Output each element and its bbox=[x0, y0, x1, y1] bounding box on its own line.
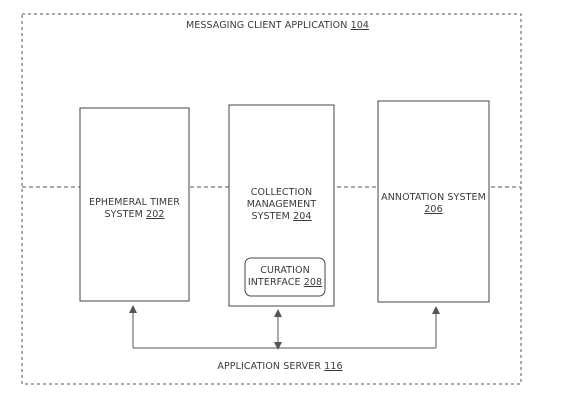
ephemeral-line2: SYSTEM bbox=[104, 209, 143, 220]
annotation-system-label: ANNOTATION SYSTEM 206 bbox=[378, 192, 489, 216]
curation-interface-label: CURATION INTERFACE 208 bbox=[245, 265, 325, 289]
curation-interface-box bbox=[244, 257, 326, 297]
curation-line1: CURATION bbox=[260, 265, 310, 276]
ephemeral-timer-box bbox=[79, 107, 190, 302]
annotation-line1: ANNOTATION SYSTEM bbox=[381, 192, 486, 203]
application-server-ref: 116 bbox=[324, 361, 343, 372]
annotation-ref: 206 bbox=[424, 204, 443, 215]
curation-line2: INTERFACE bbox=[247, 277, 301, 288]
annotation-system-box bbox=[377, 100, 490, 303]
ephemeral-line1: EPHEMERAL TIMER bbox=[88, 197, 180, 208]
collection-line3: SYSTEM bbox=[251, 211, 290, 222]
client-application-boundary bbox=[21, 13, 522, 385]
curation-ref: 208 bbox=[303, 277, 323, 288]
client-application-ref: 104 bbox=[350, 20, 370, 31]
ephemeral-timer-label: EPHEMERAL TIMER SYSTEM 202 bbox=[80, 197, 189, 221]
collection-management-label: COLLECTION MANAGEMENT SYSTEM 204 bbox=[229, 187, 334, 223]
application-server-label: APPLICATION SERVER 116 bbox=[190, 361, 370, 373]
collection-ref: 204 bbox=[293, 211, 312, 222]
client-application-label: MESSAGING CLIENT APPLICATION 104 bbox=[170, 20, 385, 32]
application-server-title: APPLICATION SERVER bbox=[217, 361, 322, 372]
ephemeral-ref: 202 bbox=[146, 209, 165, 220]
collection-line1: COLLECTION bbox=[250, 187, 313, 198]
client-application-title: MESSAGING CLIENT APPLICATION bbox=[185, 20, 348, 31]
collection-line2: MANAGEMENT bbox=[246, 199, 317, 210]
